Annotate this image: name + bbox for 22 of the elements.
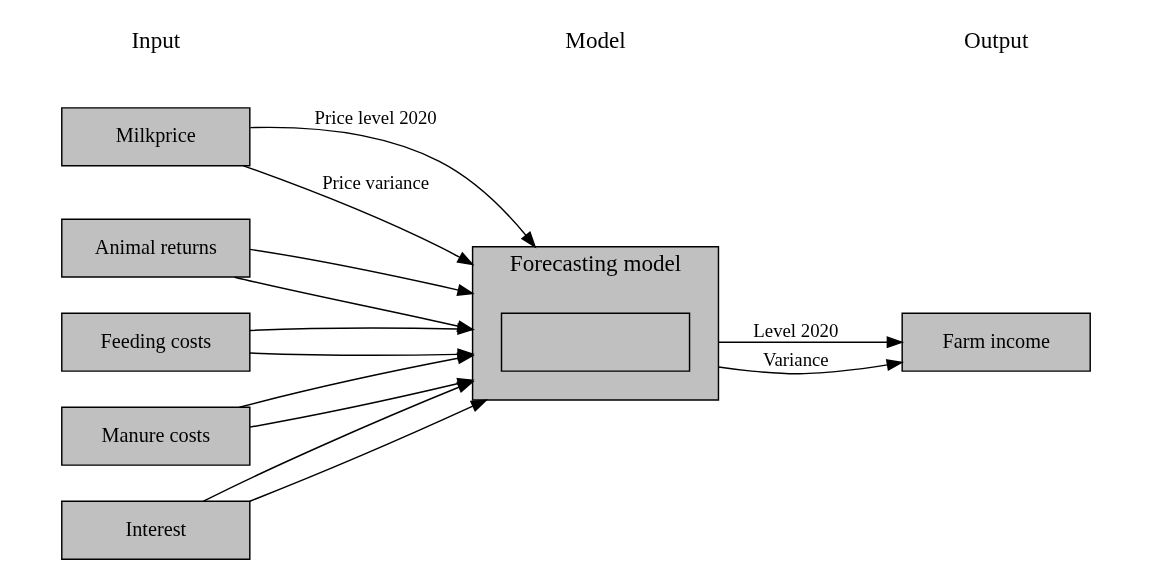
arrow [202,380,475,502]
node-box: Animal returns [60,218,251,278]
edge-label: Price variance [321,172,429,194]
node-box [500,312,690,372]
node-box: Milkprice [60,107,251,167]
node-box: Farm income [900,312,1091,372]
node-box: Interest [60,500,251,560]
label: Input [130,27,180,54]
edge-label: Level 2020 [752,319,838,341]
node-box: Manure costs [60,406,251,466]
arrow [248,399,488,502]
arrow [249,126,536,249]
arrow [717,359,904,375]
label: Model [564,27,626,54]
cluster: Forecasting model [471,246,719,401]
node-box: Feeding costs [60,312,251,372]
arrow [242,165,474,266]
label: Output [963,27,1028,54]
edge-label: Price level 2020 [314,107,437,129]
arrow [717,336,904,349]
arrow [248,248,475,296]
edge-label: Variance [762,348,829,370]
